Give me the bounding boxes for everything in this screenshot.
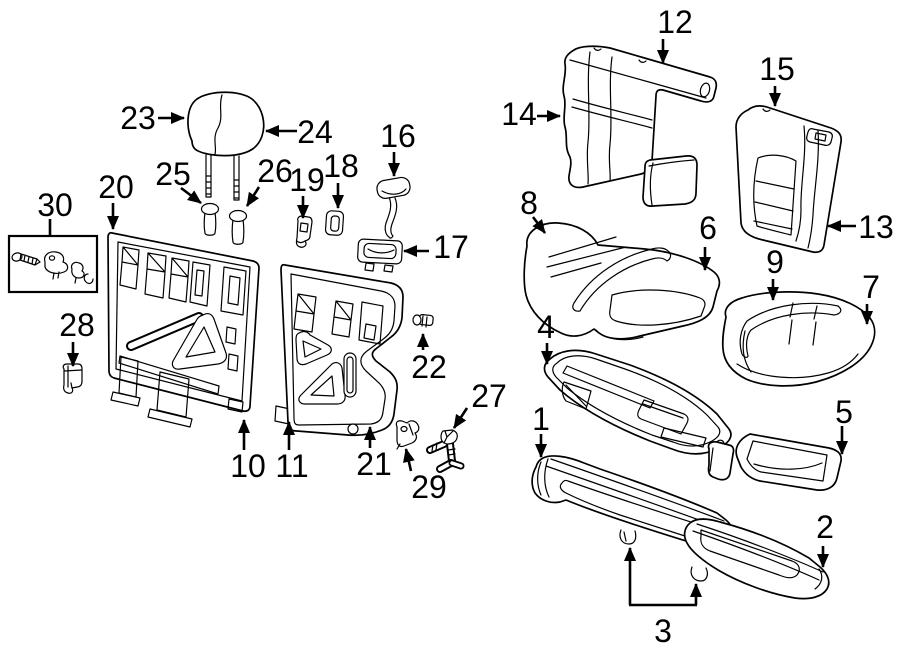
part-frame-left [107, 231, 260, 428]
part-seatback-right [735, 105, 843, 254]
callout-6[interactable]: 6 [699, 210, 717, 246]
callout-3[interactable]: 3 [654, 613, 672, 649]
callout-27[interactable]: 27 [471, 378, 507, 414]
part-bracket-29 [395, 420, 420, 450]
callout-2[interactable]: 2 [816, 509, 834, 545]
callout-13[interactable]: 13 [858, 209, 894, 245]
part-tray-17 [357, 238, 403, 273]
callout-19[interactable]: 19 [289, 162, 325, 198]
callout-24[interactable]: 24 [297, 114, 333, 150]
headrest-post-right [233, 155, 240, 201]
part-hardware-kit [7, 234, 99, 294]
callout-14[interactable]: 14 [501, 96, 537, 132]
part-cushion-cover-right [683, 518, 830, 600]
callout-4[interactable]: 4 [537, 309, 555, 345]
callout-25[interactable]: 25 [155, 156, 191, 192]
part-strap-16 [376, 176, 411, 239]
callout-21[interactable]: 21 [356, 446, 392, 482]
part-seat-pan-right [707, 433, 842, 491]
callout-9[interactable]: 9 [766, 244, 784, 280]
screw [11, 252, 23, 262]
callout-8[interactable]: 8 [520, 185, 538, 221]
callout-17[interactable]: 17 [433, 229, 469, 265]
part-headrest [187, 91, 265, 201]
part-frame-right [274, 263, 404, 437]
hook [83, 273, 94, 285]
callout-30[interactable]: 30 [37, 187, 73, 223]
callout-23[interactable]: 23 [120, 100, 156, 136]
callout-10[interactable]: 10 [230, 448, 266, 484]
part-latch-27 [426, 429, 465, 473]
pan-tab [707, 440, 735, 481]
callout-5[interactable]: 5 [835, 394, 853, 430]
headrest-post-left [205, 154, 212, 198]
callout-15[interactable]: 15 [759, 51, 795, 87]
callout-28[interactable]: 28 [59, 307, 95, 343]
callout-29[interactable]: 29 [411, 469, 447, 505]
part-grommet-18 [324, 210, 345, 236]
part-seatback-armrest [562, 45, 718, 207]
hinge-bracket [44, 251, 69, 274]
part-clip-28 [62, 363, 83, 394]
callout-12[interactable]: 12 [657, 4, 693, 40]
callout-arrows [48, 39, 873, 607]
callout-22[interactable]: 22 [411, 349, 447, 385]
latch-hole [806, 128, 833, 146]
callout-20[interactable]: 20 [98, 169, 134, 205]
hook-right [690, 566, 708, 582]
part-clip-19 [295, 215, 313, 248]
hook-left [619, 529, 637, 545]
part-guide-right [228, 209, 248, 245]
part-cushion-right [721, 291, 876, 387]
callout-7[interactable]: 7 [862, 269, 880, 305]
part-pin-22 [412, 313, 434, 328]
part-seat-pan-left [543, 349, 732, 455]
callout-16[interactable]: 16 [380, 118, 416, 154]
callout-26[interactable]: 26 [257, 153, 293, 189]
callout-1[interactable]: 1 [532, 401, 550, 437]
clip [70, 261, 85, 284]
part-cushion-left [523, 222, 721, 341]
part-guide-left [200, 202, 220, 236]
callout-18[interactable]: 18 [323, 148, 359, 184]
callout-11[interactable]: 11 [275, 448, 309, 484]
armrest-pad [642, 155, 698, 207]
